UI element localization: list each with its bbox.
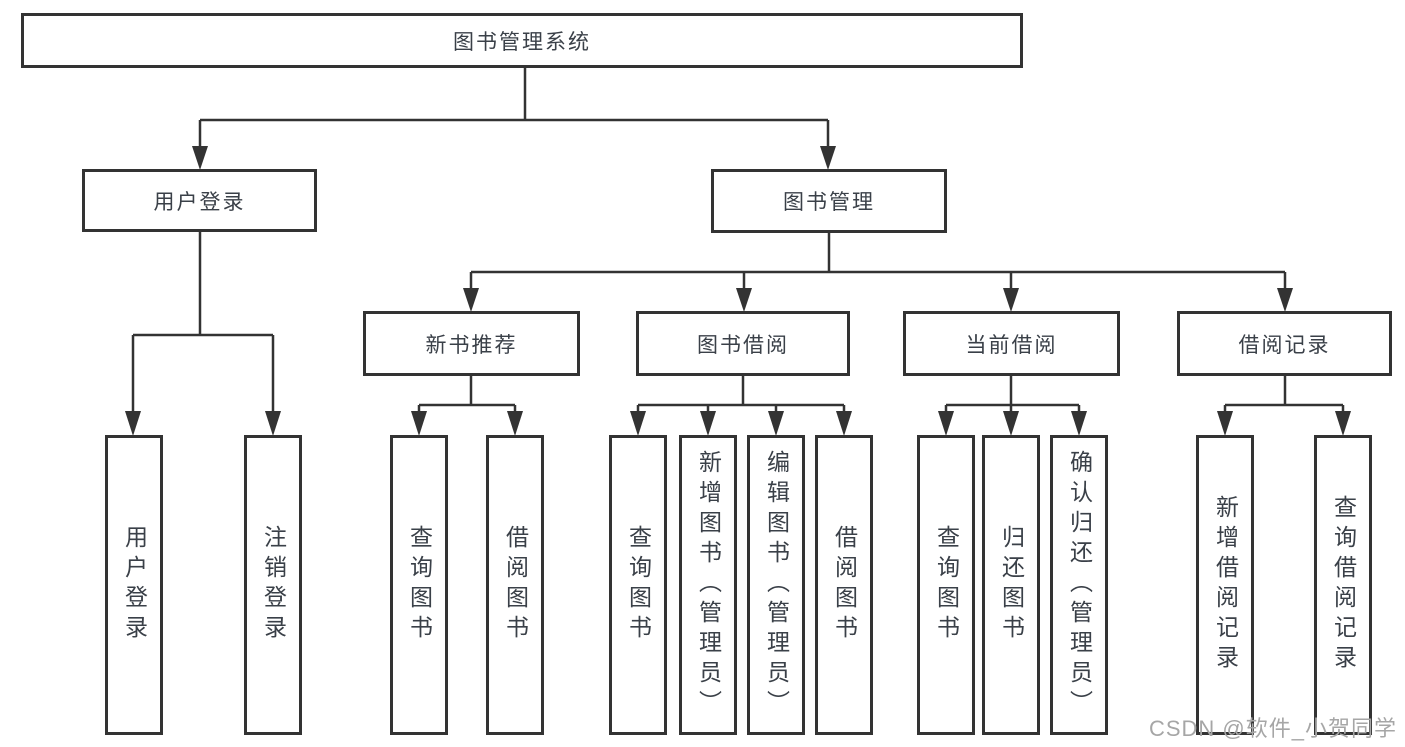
- connector-line: [1223, 376, 1345, 412]
- arrowhead-icon: [265, 411, 281, 436]
- arrowhead-icon: [938, 411, 954, 436]
- arrowhead-icon: [463, 288, 479, 312]
- connectors-records-to-leaves: [1217, 376, 1351, 436]
- node-user-login-label: 用户登录: [153, 190, 246, 214]
- node-borrow-records-label: 借阅记录: [1238, 333, 1331, 357]
- node-user-login: 用户登录: [82, 169, 317, 232]
- arrowhead-icon: [192, 146, 208, 170]
- leaf-user-login-label: 用户登录: [121, 525, 148, 645]
- arrowhead-icon: [736, 288, 752, 312]
- leaf-query-books-borrow-label: 查询图书: [625, 525, 652, 645]
- leaf-borrow-books-label: 借阅图书: [831, 525, 858, 645]
- node-borrow-records: 借阅记录: [1177, 311, 1392, 376]
- leaf-add-books-admin: 新增图书（管理员）: [679, 435, 737, 735]
- connectors-mgmt-to-level3: [463, 233, 1293, 312]
- arrowhead-icon: [768, 411, 784, 436]
- leaf-return-books-label: 归还图书: [998, 525, 1025, 645]
- connector-line: [636, 376, 846, 412]
- leaf-borrow-books: 借阅图书: [815, 435, 873, 735]
- leaf-query-borrow-record: 查询借阅记录: [1314, 435, 1372, 735]
- node-book-borrow: 图书借阅: [636, 311, 850, 376]
- arrowhead-icon: [1003, 411, 1019, 436]
- arrowhead-icon: [630, 411, 646, 436]
- arrowhead-icon: [507, 411, 523, 436]
- leaf-add-borrow-record-label: 新增借阅记录: [1212, 495, 1239, 675]
- leaf-logout-label: 注销登录: [260, 525, 287, 645]
- connector-line: [944, 376, 1081, 412]
- leaf-return-books: 归还图书: [982, 435, 1040, 735]
- node-current-borrow: 当前借阅: [903, 311, 1120, 376]
- connector-line: [417, 376, 517, 412]
- connectors-borrow-to-leaves: [630, 376, 852, 436]
- arrowhead-icon: [1335, 411, 1351, 436]
- node-new-book-recommend: 新书推荐: [363, 311, 580, 376]
- arrowhead-icon: [1071, 411, 1087, 436]
- arrowhead-icon: [1277, 288, 1293, 312]
- arrowhead-icon: [125, 411, 141, 436]
- connectors-recommend-to-leaves: [411, 376, 523, 436]
- node-new-book-recommend-label: 新书推荐: [425, 333, 518, 357]
- node-book-management-label: 图书管理: [783, 191, 875, 214]
- arrowhead-icon: [1217, 411, 1233, 436]
- arrowhead-icon: [700, 411, 716, 436]
- arrowhead-icon: [411, 411, 427, 436]
- leaf-query-books-recommend-label: 查询图书: [406, 525, 433, 645]
- leaf-borrow-books-recommend-label: 借阅图书: [502, 525, 529, 645]
- leaf-add-books-admin-label: 新增图书（管理员）: [695, 450, 722, 720]
- connectors-current-to-leaves: [938, 376, 1087, 436]
- arrowhead-icon: [836, 411, 852, 436]
- leaf-confirm-return-admin-label: 确认归还（管理员）: [1066, 450, 1093, 720]
- arrowhead-icon: [1003, 288, 1019, 312]
- arrowhead-icon: [820, 146, 836, 170]
- leaf-query-borrow-record-label: 查询借阅记录: [1330, 495, 1357, 675]
- leaf-logout: 注销登录: [244, 435, 302, 735]
- connector-line: [131, 232, 275, 412]
- node-current-borrow-label: 当前借阅: [965, 333, 1058, 357]
- leaf-query-books-current-label: 查询图书: [933, 525, 960, 645]
- leaf-confirm-return-admin: 确认归还（管理员）: [1050, 435, 1108, 735]
- connector-line: [469, 233, 1287, 289]
- node-library-system: 图书管理系统: [21, 13, 1023, 68]
- leaf-user-login: 用户登录: [105, 435, 163, 735]
- leaf-query-books-borrow: 查询图书: [609, 435, 667, 735]
- leaf-edit-books-admin-label: 编辑图书（管理员）: [763, 450, 790, 720]
- node-book-borrow-label: 图书借阅: [697, 333, 789, 357]
- node-book-management: 图书管理: [711, 169, 947, 233]
- csdn-watermark: CSDN @软件_小贺同学: [1148, 716, 1397, 741]
- leaf-add-borrow-record: 新增借阅记录: [1196, 435, 1254, 735]
- leaf-borrow-books-recommend: 借阅图书: [486, 435, 544, 735]
- node-library-system-label: 图书管理系统: [453, 30, 591, 54]
- leaf-query-books-recommend: 查询图书: [390, 435, 448, 735]
- leaf-edit-books-admin: 编辑图书（管理员）: [747, 435, 805, 735]
- connector-line: [198, 68, 830, 148]
- connectors-root-to-level2: [192, 68, 836, 170]
- connectors-login-to-leaves: [125, 232, 281, 436]
- leaf-query-books-current: 查询图书: [917, 435, 975, 735]
